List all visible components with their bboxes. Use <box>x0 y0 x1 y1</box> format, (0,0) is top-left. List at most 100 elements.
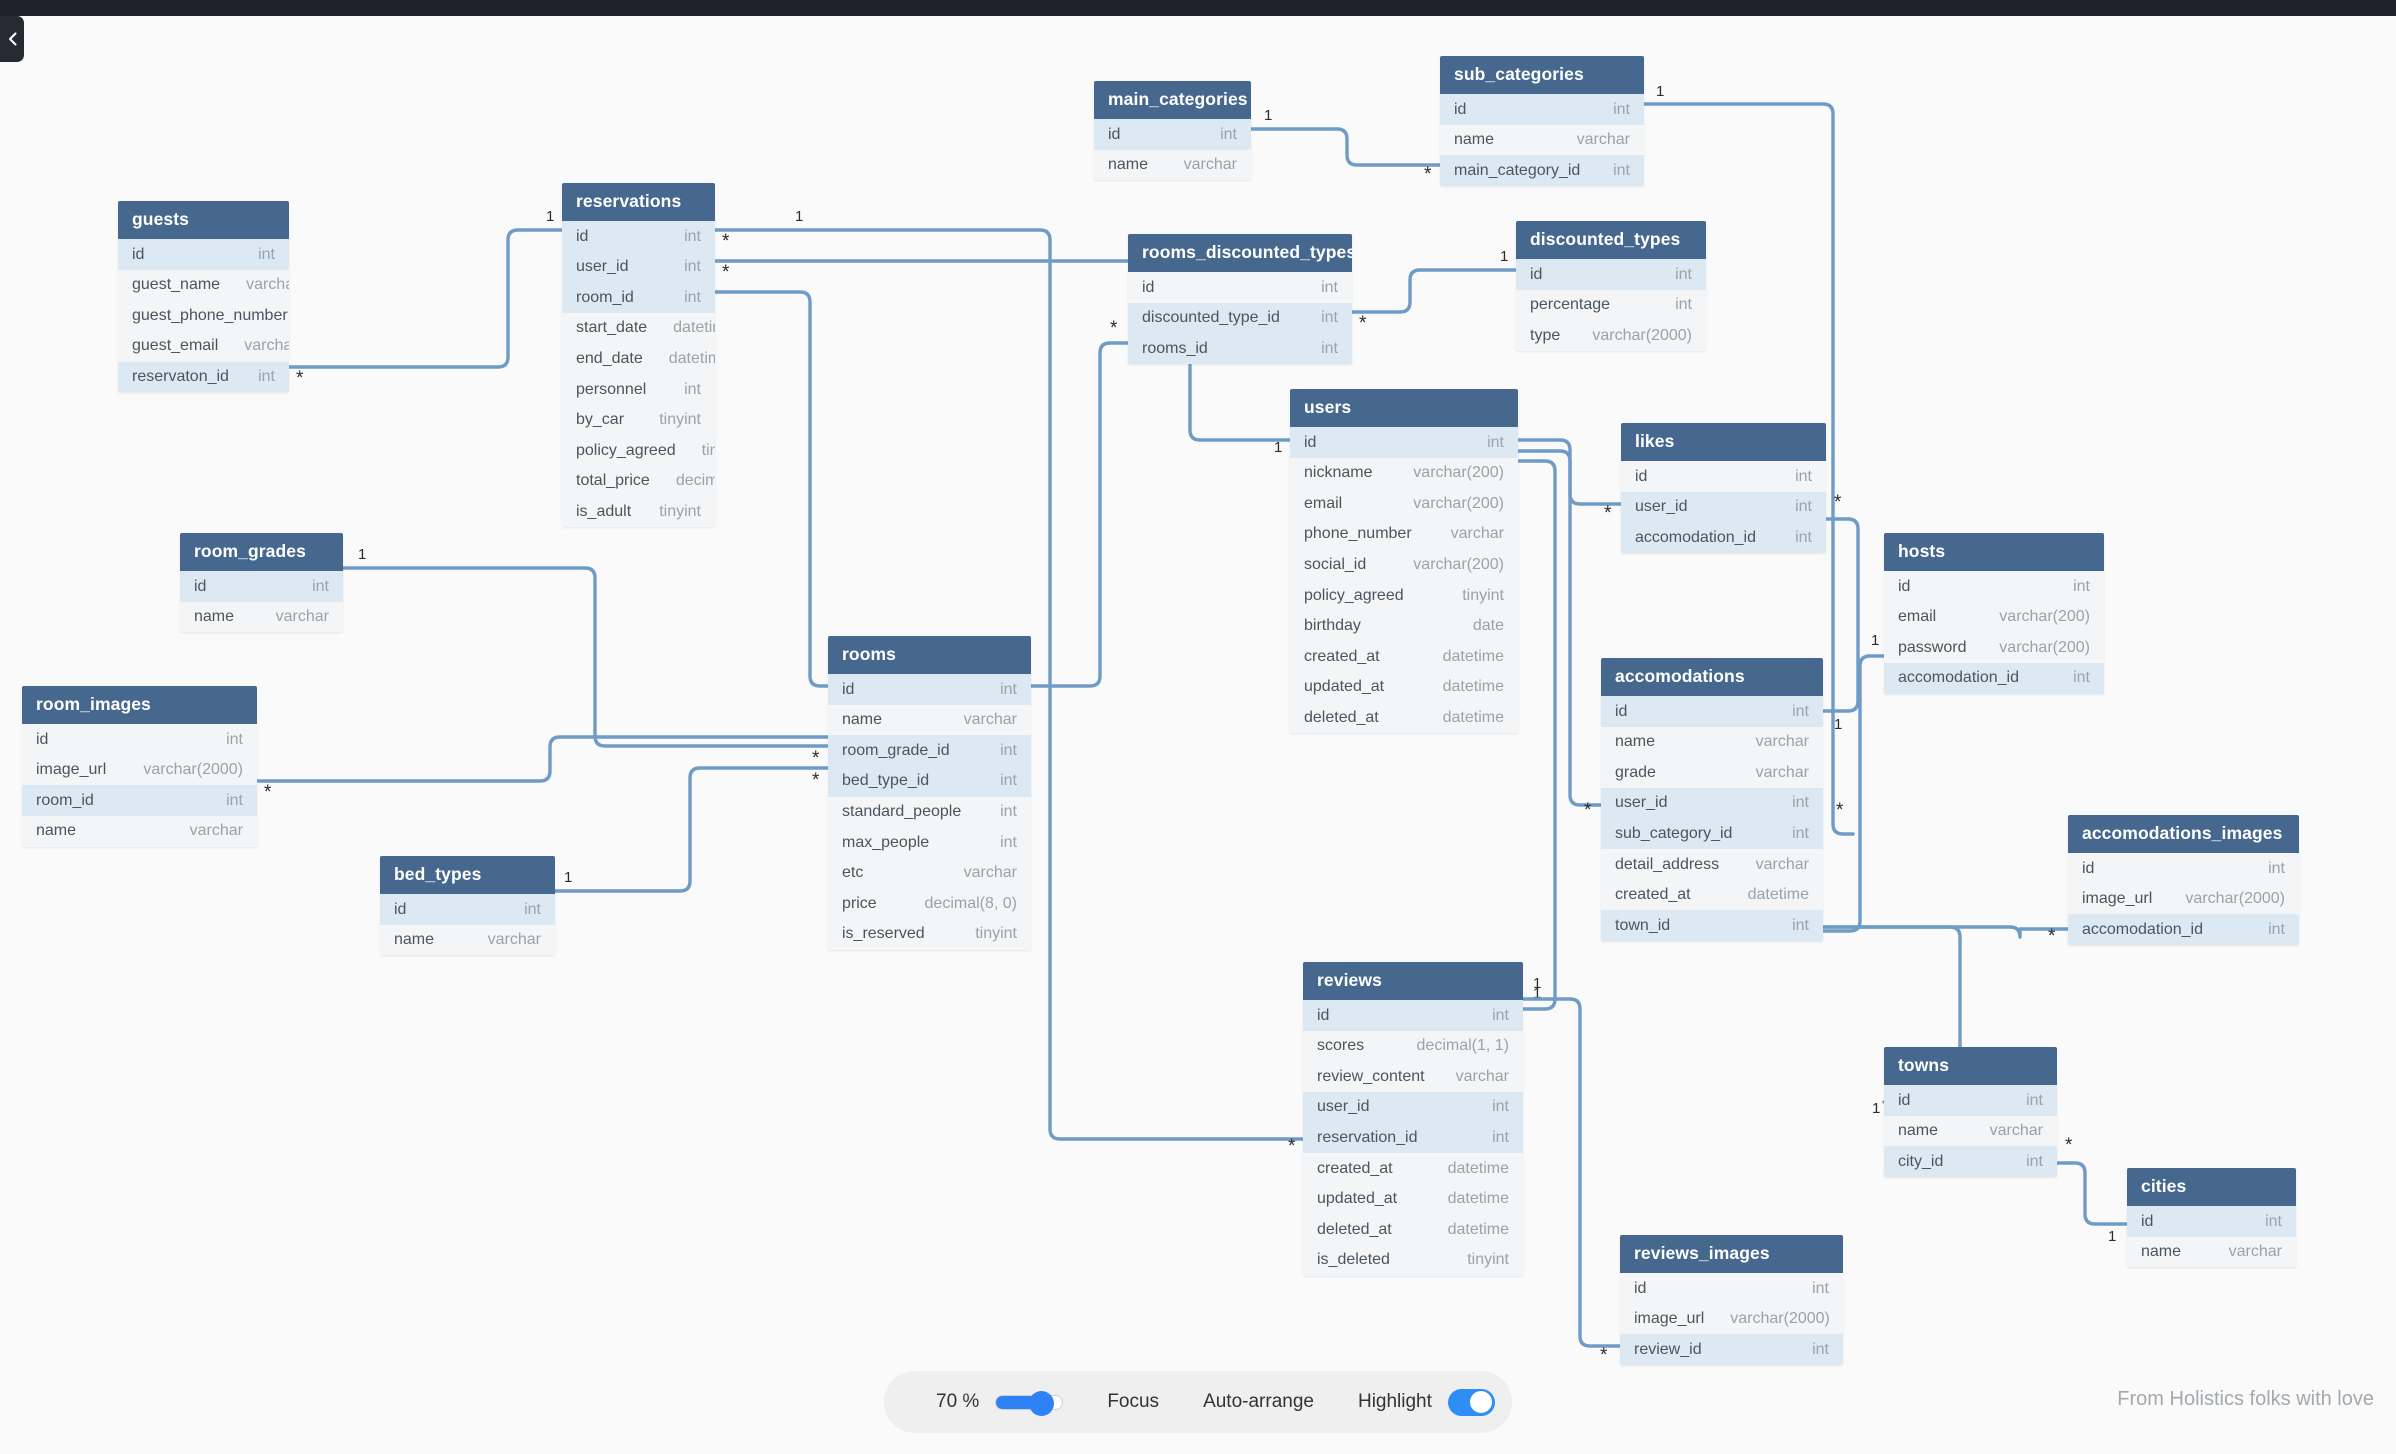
table-title[interactable]: accomodations_images <box>2068 815 2299 854</box>
table-title[interactable]: bed_types <box>380 856 555 895</box>
zoom-control[interactable]: 70 % <box>936 1390 1064 1416</box>
table-title[interactable]: guests <box>118 201 289 240</box>
sidebar-collapse-button[interactable] <box>0 16 24 62</box>
table-title[interactable]: cities <box>2127 1168 2296 1207</box>
table-title[interactable]: sub_categories <box>1440 56 1644 95</box>
table-title[interactable]: reviews <box>1303 962 1523 1001</box>
zoom-slider-knob[interactable] <box>1029 1390 1055 1416</box>
table-title[interactable]: reservations <box>562 183 715 222</box>
focus-button[interactable]: Focus <box>1107 1391 1160 1412</box>
table-title[interactable]: accomodations <box>1601 658 1823 697</box>
zoom-slider[interactable] <box>995 1390 1064 1416</box>
highlight-control[interactable]: Highlight <box>1358 1388 1495 1416</box>
table-title[interactable]: room_grades <box>180 533 343 572</box>
table-field-row[interactable]: end_datedatetime <box>562 343 715 375</box>
table-title[interactable]: rooms_discounted_types <box>1128 234 1352 273</box>
table-title[interactable]: towns <box>1884 1047 2057 1086</box>
table-title[interactable]: rooms <box>828 636 1031 675</box>
table-card-guests[interactable]: guestsidintguest_namevarcharguest_phone_… <box>118 201 289 393</box>
highlight-toggle[interactable] <box>1447 1388 1495 1416</box>
auto-arrange-button[interactable]: Auto-arrange <box>1203 1391 1314 1412</box>
table-field-row[interactable]: start_datedatetime <box>562 313 715 344</box>
